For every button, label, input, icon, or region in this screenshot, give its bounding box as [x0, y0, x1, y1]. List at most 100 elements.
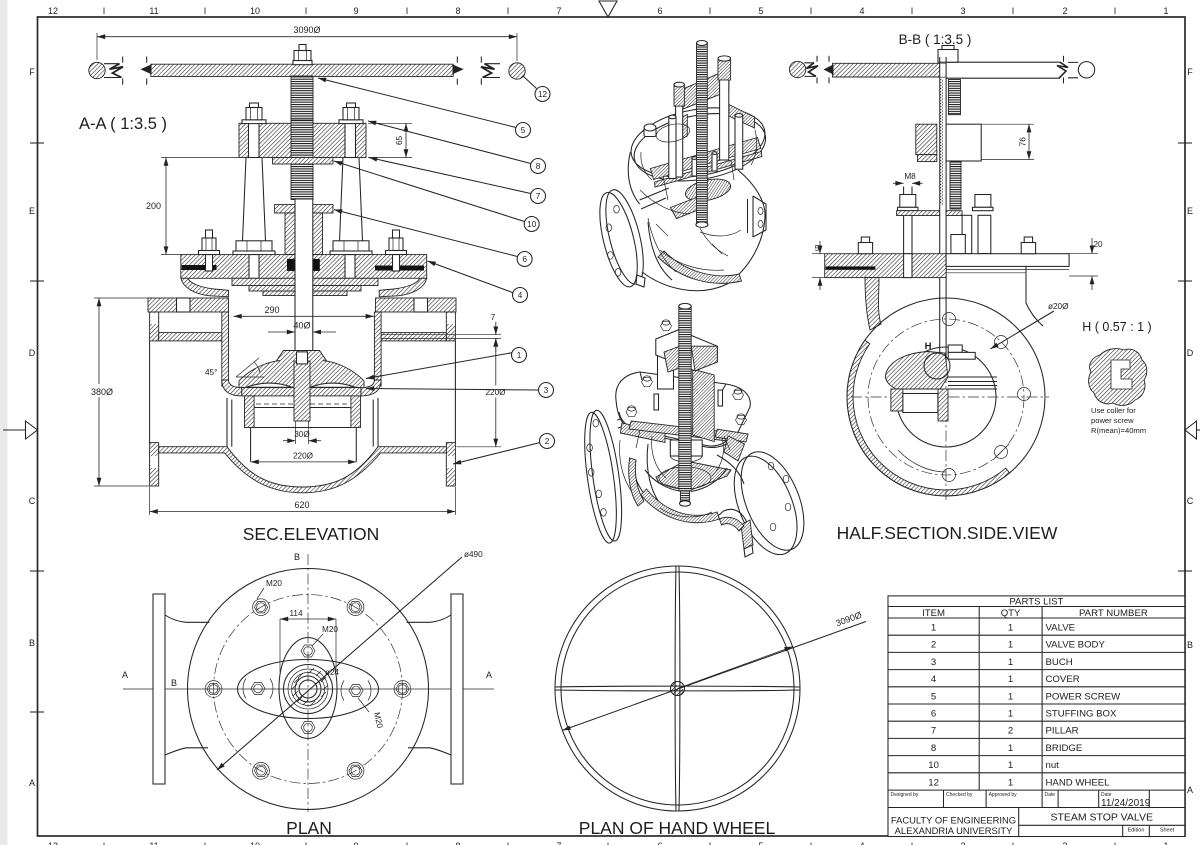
- svg-text:I: I: [204, 6, 207, 16]
- svg-text:I: I: [1012, 841, 1015, 845]
- svg-text:I: I: [911, 6, 914, 16]
- svg-text:I: I: [607, 841, 610, 845]
- svg-text:5: 5: [758, 841, 763, 845]
- svg-text:1: 1: [1008, 674, 1013, 685]
- svg-text:COVER: COVER: [1046, 674, 1080, 685]
- svg-text:10: 10: [527, 220, 537, 229]
- svg-text:2: 2: [1062, 841, 1067, 845]
- svg-text:1: 1: [1008, 709, 1013, 720]
- svg-text:2: 2: [545, 437, 550, 446]
- svg-text:HALF.SECTION.SIDE.VIEW: HALF.SECTION.SIDE.VIEW: [837, 523, 1058, 543]
- svg-text:11/24/2019: 11/24/2019: [1101, 798, 1151, 809]
- svg-text:HAND WHEEL: HAND WHEEL: [1046, 777, 1111, 788]
- svg-text:6: 6: [657, 841, 662, 845]
- svg-text:E: E: [29, 206, 35, 216]
- svg-text:1: 1: [1008, 743, 1013, 754]
- svg-text:12: 12: [48, 841, 58, 845]
- svg-text:I: I: [911, 841, 914, 845]
- svg-text:C: C: [29, 496, 36, 506]
- svg-text:12: 12: [538, 90, 548, 99]
- svg-text:10: 10: [928, 760, 939, 771]
- svg-text:I: I: [810, 841, 813, 845]
- svg-text:8: 8: [931, 743, 936, 754]
- svg-text:7: 7: [931, 726, 936, 737]
- svg-text:30Ø: 30Ø: [294, 430, 310, 439]
- svg-text:1: 1: [1008, 777, 1013, 788]
- svg-text:220Ø: 220Ø: [485, 388, 506, 397]
- svg-text:9: 9: [353, 841, 358, 845]
- svg-text:PILLAR: PILLAR: [1046, 726, 1079, 737]
- svg-text:POWER SCREW: POWER SCREW: [1046, 691, 1122, 702]
- svg-text:ALEXANDRIA UNIVERSITY: ALEXANDRIA UNIVERSITY: [895, 825, 1013, 836]
- svg-text:12: 12: [928, 777, 939, 788]
- svg-text:F: F: [29, 67, 35, 77]
- svg-text:QTY: QTY: [1001, 608, 1021, 619]
- svg-text:1: 1: [1163, 6, 1168, 16]
- svg-text:8: 8: [455, 6, 460, 16]
- svg-text:I: I: [305, 6, 308, 16]
- svg-text:3: 3: [544, 386, 549, 395]
- svg-text:7: 7: [491, 313, 496, 322]
- svg-text:I: I: [1114, 6, 1117, 16]
- svg-text:I: I: [406, 6, 409, 16]
- svg-text:ITEM: ITEM: [922, 608, 945, 619]
- svg-text:B: B: [294, 552, 300, 562]
- svg-text:SEC.ELEVATION: SEC.ELEVATION: [243, 524, 379, 544]
- svg-text:4: 4: [859, 841, 864, 845]
- svg-text:A: A: [486, 670, 492, 680]
- svg-text:ø490: ø490: [464, 550, 483, 559]
- svg-text:10: 10: [250, 841, 260, 845]
- svg-text:I: I: [1012, 6, 1015, 16]
- svg-text:BRIDGE: BRIDGE: [1046, 743, 1083, 754]
- svg-text:2: 2: [931, 640, 936, 651]
- svg-text:1: 1: [1008, 760, 1013, 771]
- svg-text:76: 76: [1019, 137, 1028, 147]
- svg-text:3: 3: [960, 6, 965, 16]
- svg-text:6: 6: [931, 709, 936, 720]
- svg-text:I: I: [1114, 841, 1117, 845]
- svg-text:Use coller for: Use coller for: [1091, 406, 1136, 415]
- svg-text:1: 1: [517, 351, 522, 360]
- svg-text:5: 5: [758, 6, 763, 16]
- svg-text:10: 10: [250, 6, 260, 16]
- svg-text:380Ø: 380Ø: [91, 387, 113, 397]
- svg-text:3: 3: [931, 657, 936, 668]
- svg-text:3: 3: [960, 841, 965, 845]
- svg-text:4: 4: [518, 291, 523, 300]
- svg-text:Date: Date: [1045, 792, 1056, 798]
- svg-text:M8: M8: [904, 172, 916, 181]
- svg-text:H ( 0.57 : 1 ): H ( 0.57 : 1 ): [1082, 320, 1151, 334]
- svg-text:FACULTY OF ENGINEERING: FACULTY OF ENGINEERING: [891, 815, 1016, 826]
- svg-text:D: D: [1187, 348, 1194, 358]
- svg-text:6: 6: [522, 255, 527, 264]
- svg-text:7: 7: [556, 841, 561, 845]
- svg-text:I: I: [507, 841, 510, 845]
- svg-text:4: 4: [859, 6, 864, 16]
- svg-text:A: A: [29, 778, 35, 788]
- svg-text:Edition: Edition: [1128, 828, 1145, 834]
- svg-text:BUCH: BUCH: [1046, 657, 1073, 668]
- svg-text:Approved by: Approved by: [989, 792, 1018, 798]
- svg-text:Designed by: Designed by: [891, 792, 919, 798]
- svg-text:1: 1: [1008, 640, 1013, 651]
- svg-text:40Ø: 40Ø: [293, 321, 310, 331]
- svg-text:I: I: [810, 6, 813, 16]
- svg-text:C: C: [1187, 496, 1194, 506]
- svg-text:65: 65: [395, 136, 404, 146]
- svg-text:3090Ø: 3090Ø: [293, 25, 320, 35]
- svg-text:STUFFING BOX: STUFFING BOX: [1046, 709, 1117, 720]
- svg-text:1: 1: [1163, 841, 1168, 845]
- svg-text:I: I: [406, 841, 409, 845]
- svg-text:8: 8: [455, 841, 460, 845]
- svg-text:VALVE BODY: VALVE BODY: [1046, 640, 1106, 651]
- svg-text:5: 5: [521, 126, 526, 135]
- svg-text:PLAN: PLAN: [286, 818, 332, 838]
- svg-text:B: B: [171, 678, 177, 688]
- svg-text:STEAM STOP VALVE: STEAM STOP VALVE: [1050, 812, 1153, 824]
- svg-text:I: I: [103, 841, 106, 845]
- svg-text:PART NUMBER: PART NUMBER: [1079, 608, 1148, 619]
- svg-text:ø24: ø24: [325, 668, 340, 677]
- svg-text:114: 114: [289, 609, 302, 618]
- svg-text:F: F: [1187, 67, 1193, 77]
- svg-text:M20: M20: [372, 711, 384, 729]
